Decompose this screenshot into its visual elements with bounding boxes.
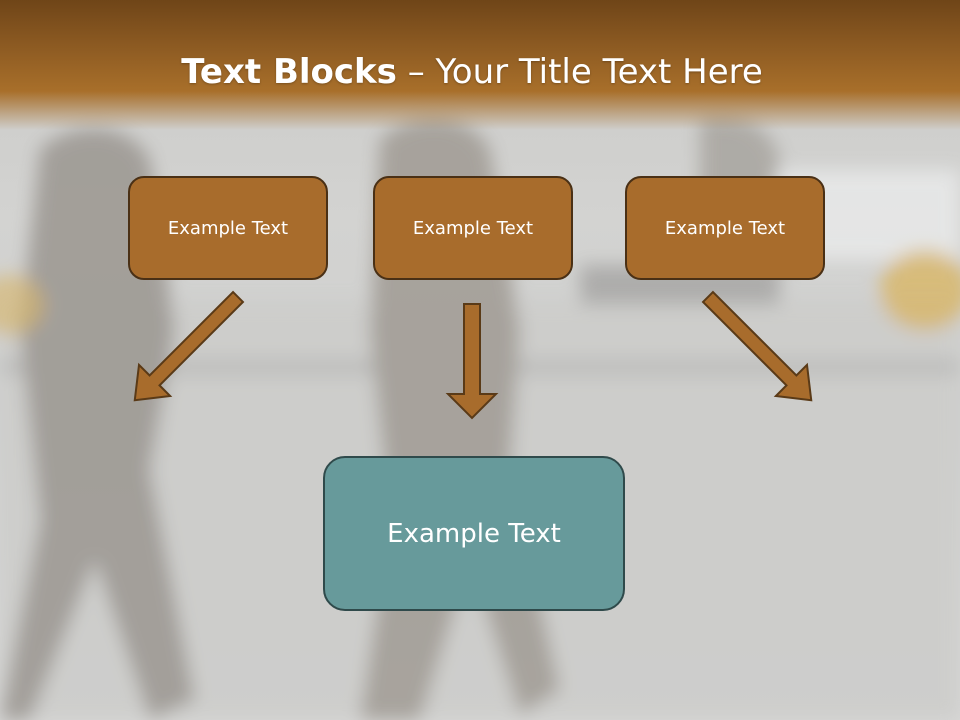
title-separator: – xyxy=(396,52,436,92)
title-rest: Your Title Text Here xyxy=(435,52,763,92)
text-block-result[interactable]: Example Text xyxy=(323,456,625,611)
slide-title: Text Blocks – Your Title Text Here xyxy=(0,52,944,92)
text-block-2-label: Example Text xyxy=(412,217,534,239)
title-band xyxy=(0,0,960,130)
text-block-result-label: Example Text xyxy=(387,518,561,549)
text-block-3[interactable]: Example Text xyxy=(625,176,825,280)
text-block-1[interactable]: Example Text xyxy=(128,176,328,280)
text-block-1-label: Example Text xyxy=(167,217,289,239)
text-block-2[interactable]: Example Text xyxy=(373,176,573,280)
title-bold-part: Text Blocks xyxy=(181,52,397,92)
text-block-3-label: Example Text xyxy=(664,217,786,239)
